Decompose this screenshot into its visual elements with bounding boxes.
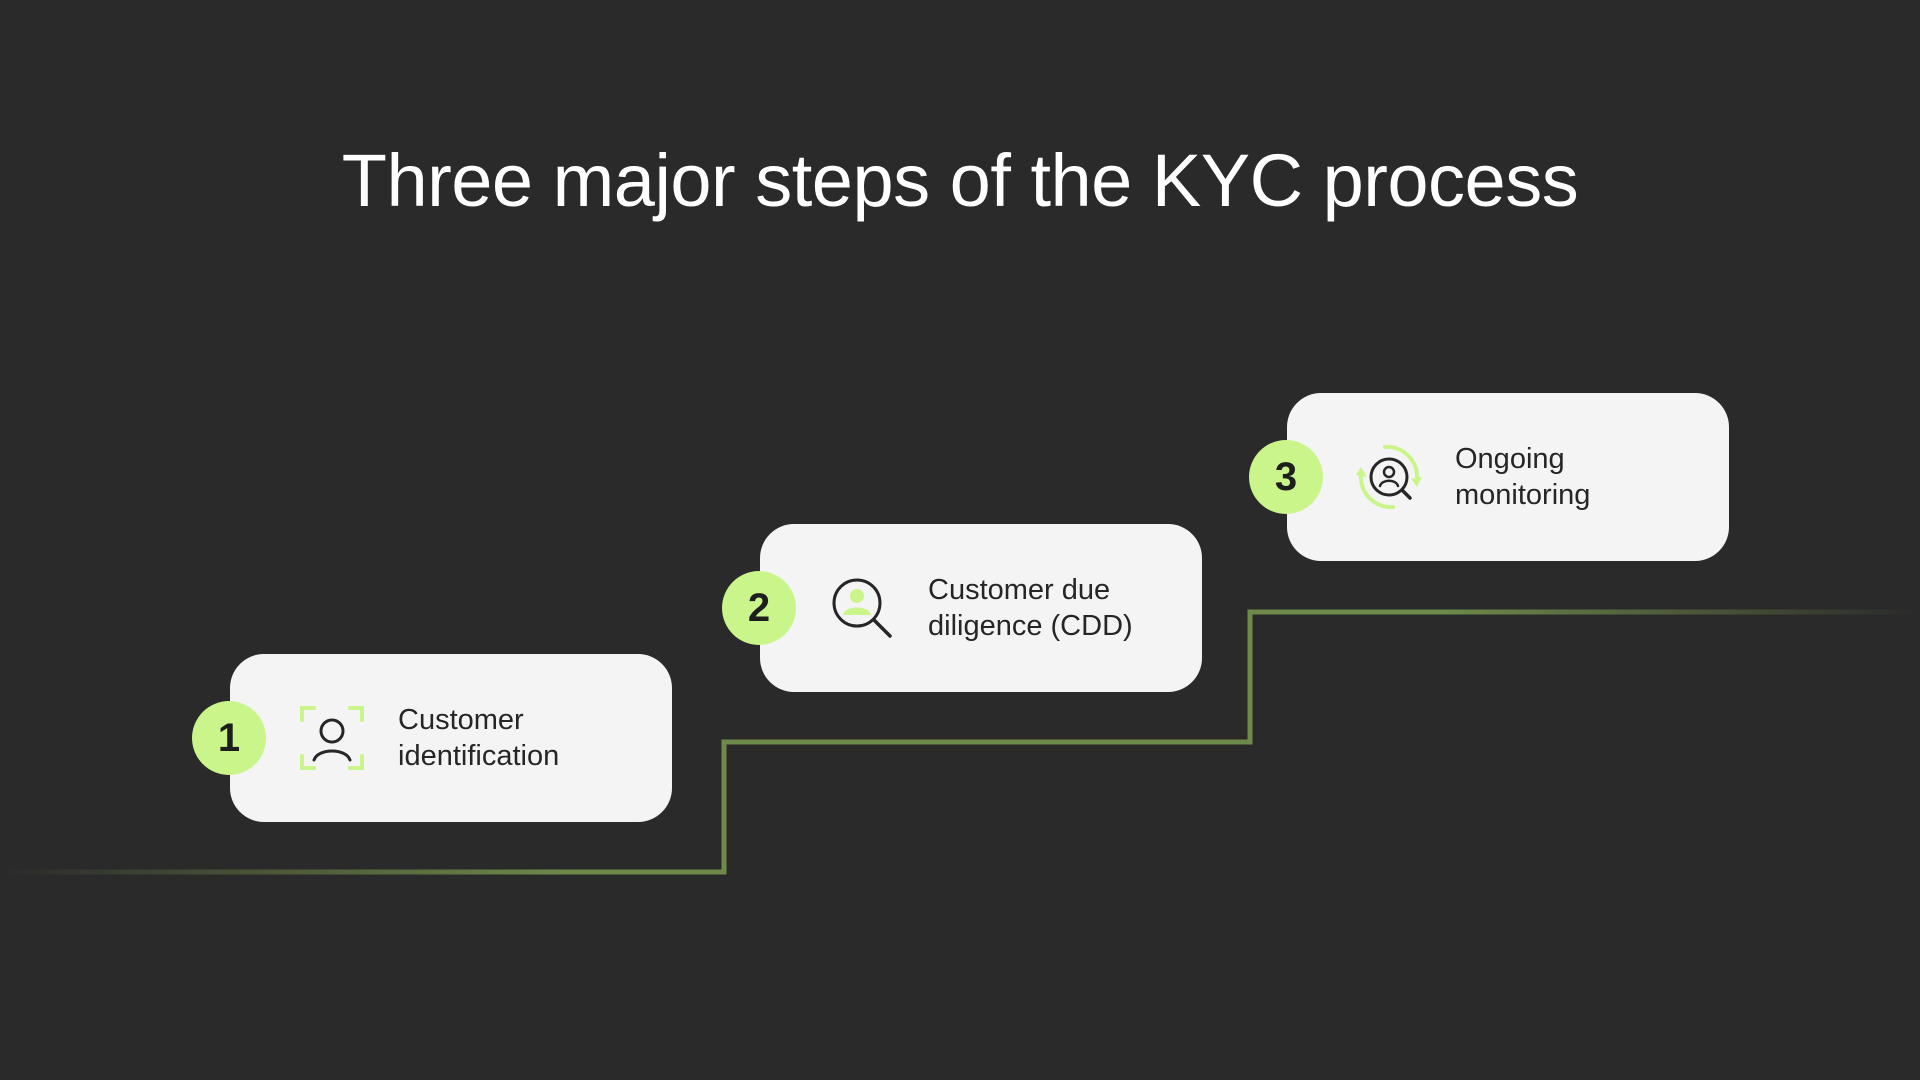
step-number-badge-2: 2 xyxy=(722,571,796,645)
step-card-1: Customer identification xyxy=(230,654,672,822)
face-scan-icon xyxy=(298,704,366,772)
step-label-3: Ongoing monitoring xyxy=(1455,443,1591,511)
step-card-3: Ongoing monitoring xyxy=(1287,393,1729,561)
step-number-badge-1: 1 xyxy=(192,701,266,775)
step-number-badge-3: 3 xyxy=(1249,440,1323,514)
user-search-icon xyxy=(828,574,896,642)
step-label-2: Customer due diligence (CDD) xyxy=(928,574,1133,642)
user-monitoring-cycle-icon xyxy=(1355,443,1423,511)
diagram-title: Three major steps of the KYC process xyxy=(341,139,1579,222)
step-label-1: Customer identification xyxy=(398,704,560,772)
step-card-2: Customer due diligence (CDD) xyxy=(760,524,1202,692)
